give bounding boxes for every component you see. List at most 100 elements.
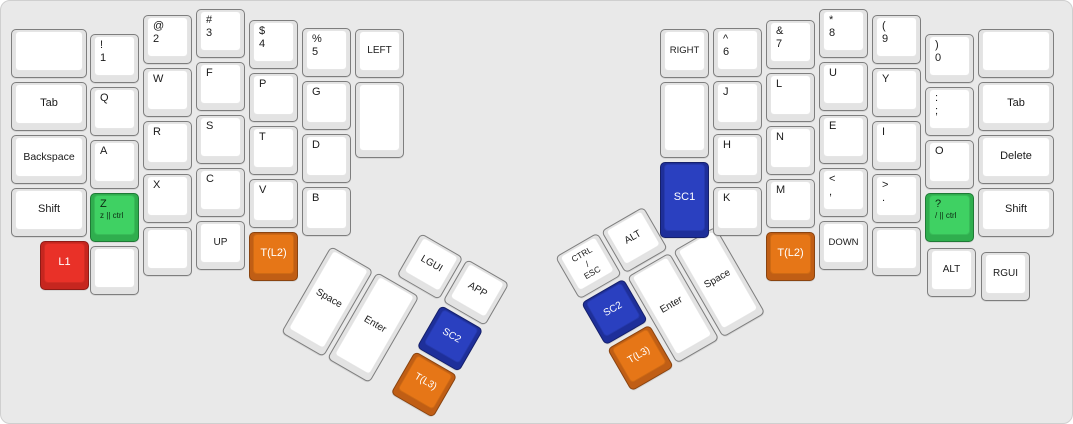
key-r-semicolon[interactable]: :;: [925, 87, 974, 136]
key-r-k[interactable]: K: [713, 187, 762, 236]
key-l-blank-top[interactable]: [11, 29, 87, 78]
key-r-e[interactable]: E: [819, 115, 868, 164]
keycap-surface: L: [770, 75, 811, 115]
key-l-p[interactable]: P: [249, 73, 298, 122]
key-r-j[interactable]: J: [713, 81, 762, 130]
keycap-surface: Shift: [982, 190, 1050, 230]
keycap-surface: SC1: [664, 164, 705, 231]
keycap-surface: Tab: [15, 84, 83, 124]
key-legend: LGUI: [418, 253, 445, 275]
key-legend: &: [776, 25, 784, 37]
key-legend: Delete: [1000, 150, 1032, 163]
key-r-9[interactable]: (9: [872, 15, 921, 64]
key-r-alt[interactable]: ALT: [927, 248, 976, 297]
key-l-shift[interactable]: Shift: [11, 188, 87, 237]
key-l-tab[interactable]: Tab: [11, 82, 87, 131]
keycap-surface: RIGHT: [664, 31, 705, 71]
key-legend: Tab: [40, 97, 58, 110]
key-r-0[interactable]: )0: [925, 34, 974, 83]
key-l-b[interactable]: B: [302, 187, 351, 236]
key-legend: X: [153, 179, 161, 191]
key-r-blank-top[interactable]: [978, 29, 1054, 78]
key-r-tab[interactable]: Tab: [978, 82, 1054, 131]
key-legend: %: [312, 33, 322, 45]
key-r-blank-tall[interactable]: [660, 82, 709, 158]
key-l-t[interactable]: T: [249, 126, 298, 175]
key-legend: 5: [312, 46, 319, 59]
key-r-right[interactable]: RIGHT: [660, 29, 709, 78]
key-legend: ALT: [942, 263, 961, 275]
key-sublegend: / || ctrl: [935, 211, 957, 221]
key-legend: B: [312, 192, 320, 204]
key-r-7[interactable]: &7: [766, 20, 815, 69]
key-l-layer1[interactable]: L1: [40, 241, 89, 290]
key-legend: Space: [313, 287, 344, 311]
keycap-surface: F: [200, 64, 241, 104]
key-l-5[interactable]: %5: [302, 28, 351, 77]
key-r-y[interactable]: Y: [872, 68, 921, 117]
key-l-g[interactable]: G: [302, 81, 351, 130]
key-l-4[interactable]: $4: [249, 20, 298, 69]
keycap-surface: W: [147, 70, 188, 110]
keycap-surface: LEFT: [359, 31, 400, 71]
key-r-sc1[interactable]: SC1: [660, 162, 709, 238]
keycap-surface: <,: [823, 170, 864, 210]
keycap-surface: Tab: [982, 84, 1050, 124]
key-l-q[interactable]: Q: [90, 87, 139, 136]
key-r-down[interactable]: DOWN: [819, 221, 868, 270]
key-l-s[interactable]: S: [196, 115, 245, 164]
key-l-f[interactable]: F: [196, 62, 245, 111]
key-r-m[interactable]: M: [766, 179, 815, 228]
key-l-left[interactable]: LEFT: [355, 29, 404, 78]
key-legend: P: [259, 78, 267, 90]
key-l-3[interactable]: #3: [196, 9, 245, 58]
key-legend: O: [935, 145, 944, 157]
keycap-surface: ALT: [931, 250, 972, 290]
key-r-tl2[interactable]: T(L2): [766, 232, 815, 281]
key-r-blank-2[interactable]: [872, 227, 921, 276]
key-l-blank-tall[interactable]: [355, 82, 404, 158]
key-r-shift[interactable]: Shift: [978, 188, 1054, 237]
key-l-up[interactable]: UP: [196, 221, 245, 270]
key-r-h[interactable]: H: [713, 134, 762, 183]
key-r-l[interactable]: L: [766, 73, 815, 122]
key-legend: C: [206, 173, 214, 185]
key-l-v[interactable]: V: [249, 179, 298, 228]
key-l-w[interactable]: W: [143, 68, 192, 117]
key-legend: 6: [723, 46, 730, 59]
key-r-u[interactable]: U: [819, 62, 868, 111]
key-legend: ^: [723, 33, 729, 45]
key-l-backspace[interactable]: Backspace: [11, 135, 87, 184]
key-r-delete[interactable]: Delete: [978, 135, 1054, 184]
key-l-blank-3[interactable]: [143, 227, 192, 276]
key-r-period[interactable]: >.: [872, 174, 921, 223]
key-legend: T(L3): [412, 371, 439, 393]
key-l-d[interactable]: D: [302, 134, 351, 183]
key-legend: N: [776, 131, 784, 143]
key-r-o[interactable]: O: [925, 140, 974, 189]
keycap-surface: LGUI: [403, 236, 459, 292]
key-l-2[interactable]: @2: [143, 15, 192, 64]
key-l-a[interactable]: A: [90, 140, 139, 189]
key-l-1[interactable]: !1: [90, 34, 139, 83]
key-r-rgui[interactable]: RGUI: [981, 252, 1030, 301]
keycap-surface: V: [253, 181, 294, 221]
key-legend: U: [829, 67, 837, 79]
key-l-x[interactable]: X: [143, 174, 192, 223]
key-l-r[interactable]: R: [143, 121, 192, 170]
keycap-surface: [15, 31, 83, 71]
key-r-slash[interactable]: ?/ || ctrl: [925, 193, 974, 242]
key-r-6[interactable]: ^6: [713, 28, 762, 77]
key-l-blank-2[interactable]: [90, 246, 139, 295]
key-r-8[interactable]: *8: [819, 9, 868, 58]
key-r-i[interactable]: I: [872, 121, 921, 170]
key-legend: A: [100, 145, 108, 157]
key-legend: H: [723, 139, 731, 151]
key-l-tl2[interactable]: T(L2): [249, 232, 298, 281]
key-l-c[interactable]: C: [196, 168, 245, 217]
keycap-surface: DOWN: [823, 223, 864, 263]
key-r-comma[interactable]: <,: [819, 168, 868, 217]
key-r-n[interactable]: N: [766, 126, 815, 175]
